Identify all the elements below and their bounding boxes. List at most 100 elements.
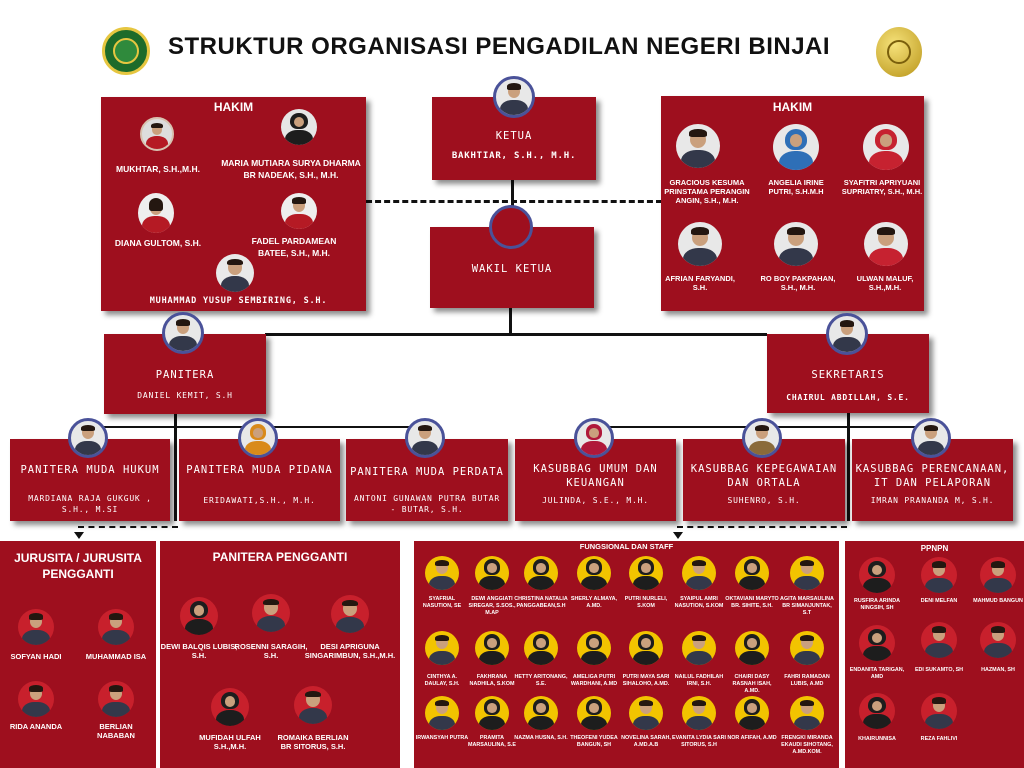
wakil-ketua-title: WAKIL KETUA [471, 263, 553, 275]
avatar [629, 556, 663, 590]
avatar [98, 681, 134, 717]
hakim-right-panel: HAKIM GRACIOUS KESUMA PRINSTAMA PERANGIN… [661, 96, 924, 311]
avatar [524, 696, 558, 730]
hakim-name: RO BOY PAKPAHAN, S.H., M.H. [760, 274, 836, 292]
avatar [859, 625, 895, 661]
avatar [921, 693, 957, 729]
unit-box: PANITERA MUDA HUKUM MARDIANA RAJA GUKGUK… [10, 439, 170, 521]
avatar [524, 631, 558, 665]
avatar [735, 696, 769, 730]
avatar [859, 557, 895, 593]
avatar [180, 597, 218, 635]
staff-name: RIDA ANANDA [9, 722, 63, 731]
mahkamah-agung-logo [102, 27, 150, 75]
avatar [826, 313, 868, 355]
avatar [774, 222, 818, 266]
staff-name: NOR AFIFAH, A.MD [727, 735, 777, 741]
hakim-name: MUKHTAR, S.H.,M.H. [116, 164, 200, 174]
avatar [281, 109, 317, 145]
hakim-name: GRACIOUS KESUMA PRINSTAMA PERANGIN ANGIN… [664, 178, 750, 205]
staff-name: DESI APRIGUNA SINGARIMBUN, S.H.,M.H. [304, 642, 396, 660]
hakim-right-heading: HAKIM [772, 100, 813, 114]
staff-name: HAZMAN, SH [981, 667, 1015, 673]
avatar [211, 688, 249, 726]
staff-name: SYAFRIAL NASUTION, SE [422, 596, 462, 609]
avatar [489, 205, 533, 249]
avatar [742, 418, 782, 458]
staff-name: DENI MELFAN [920, 598, 958, 604]
panitera-box: PANITERA DANIEL KEMIT, S.H [104, 334, 266, 414]
avatar [238, 418, 278, 458]
avatar [921, 622, 957, 658]
avatar [864, 222, 908, 266]
staff-name: ROMAIKA BERLIAN BR SITORUS, S.H. [277, 733, 349, 751]
panitera-title: PANITERA [155, 369, 215, 381]
avatar [98, 609, 134, 645]
avatar [162, 312, 204, 354]
staff-name: CHAIRI DASY RASNAH ISAH, A.MD. [732, 674, 772, 694]
staff-name: EVANITA LYDIA SARI SITORUS, S.H [672, 735, 727, 748]
hakim-name: FADEL PARDAMEAN BATEE, S.H., M.H. [251, 236, 337, 258]
staff-name: CINTHYA A. DAULAY, S.H. [424, 674, 460, 687]
hakim-left-heading: HAKIM [213, 100, 254, 114]
sekretaris-title: SEKRETARIS [811, 369, 885, 381]
unit-box: KASUBBAG PERENCANAAN, IT DAN PELAPORAN I… [852, 439, 1013, 521]
staff-name: MUHAMMAD ISA [85, 652, 147, 661]
avatar [405, 418, 445, 458]
avatar [577, 631, 611, 665]
avatar [493, 76, 535, 118]
staff-name: RUSFIRA ARINDA NINGSIH, SH [853, 598, 901, 611]
staff-name: MAHMUD BANGUN [973, 598, 1023, 604]
staff-name: SHERLY ALMAYA, A.MD. [570, 596, 618, 609]
avatar [475, 556, 509, 590]
hakim-left-panel: HAKIM MUKHTAR, S.H.,M.H. MARIA MUTIARA S… [101, 97, 366, 311]
staff-name: NAILUL FADHILAH IRNI, S.H. [674, 674, 724, 687]
avatar [18, 609, 54, 645]
staff-name: PUTRI NURLELI, S.KOM [624, 596, 668, 609]
staff-name: FRENGKI MIRANDA EKAUDI SIHOTANG, A.MD.KO… [781, 735, 833, 755]
staff-name: FAHRI RAMADAN LUBIS, A.MD [784, 674, 830, 687]
avatar [682, 696, 716, 730]
avatar [921, 557, 957, 593]
avatar [138, 193, 174, 233]
avatar [859, 693, 895, 729]
avatar [678, 222, 722, 266]
panitera-name: DANIEL KEMIT, S.H [137, 391, 233, 400]
staff-name: IRWANSYAH PUTRA [415, 735, 469, 741]
staff-name: REZA FAHLIVI [920, 736, 958, 742]
avatar [790, 696, 824, 730]
staff-name: HETTY ARITONANG, S.E. [514, 674, 568, 687]
staff-name: DEWI ANGGIATI SIREGAR, S.SOS., M.AP [468, 596, 516, 616]
staff-name: NAZMA HUSNA, S.H. [514, 735, 568, 741]
avatar [281, 193, 317, 229]
staff-name: FAKHRANA NADHILA, S.KOM [469, 674, 515, 687]
hakim-name: MUHAMMAD YUSUP SEMBIRING, S.H. [149, 296, 328, 306]
ketua-name: BAKHTIAR, S.H., M.H. [451, 151, 577, 161]
hakim-name: ANGELIA IRINE PUTRI, S.H.M.H [768, 178, 824, 196]
avatar [577, 556, 611, 590]
staff-name: ROSENNI SARAGIH, S.H. [234, 642, 308, 660]
avatar [863, 124, 909, 170]
avatar [425, 556, 459, 590]
avatar [331, 595, 369, 633]
avatar [980, 557, 1016, 593]
hakim-name: AFRIAN FARYANDI, S.H. [665, 274, 735, 292]
avatar [475, 696, 509, 730]
staff-name: EDI SUKAMTO, SH [914, 667, 964, 673]
staff-name: PUTRI MAYA SARI SIHALOHO, A.MD. [622, 674, 670, 687]
avatar [676, 124, 720, 168]
avatar [574, 418, 614, 458]
staff-name: THEOFENI YUDEA BANGUN, SH [570, 735, 618, 748]
staff-name: ENDANITA TARIGAN, AMD [849, 667, 905, 680]
staff-name: PRAMITA MARSAULINA, S.E [468, 735, 516, 748]
ketua-title: KETUA [495, 130, 533, 142]
staff-name: SYAIPUL AMRI NASUTION, S.KOM [674, 596, 724, 609]
avatar [216, 254, 254, 292]
avatar [425, 696, 459, 730]
avatar [18, 681, 54, 717]
staff-name: NOVELINA SARAH, A.MD.A.B [621, 735, 671, 748]
hakim-name: DIANA GULTOM, S.H. [114, 238, 202, 248]
page-title: STRUKTUR ORGANISASI PENGADILAN NEGERI BI… [168, 33, 831, 60]
avatar [252, 594, 290, 632]
avatar [735, 556, 769, 590]
